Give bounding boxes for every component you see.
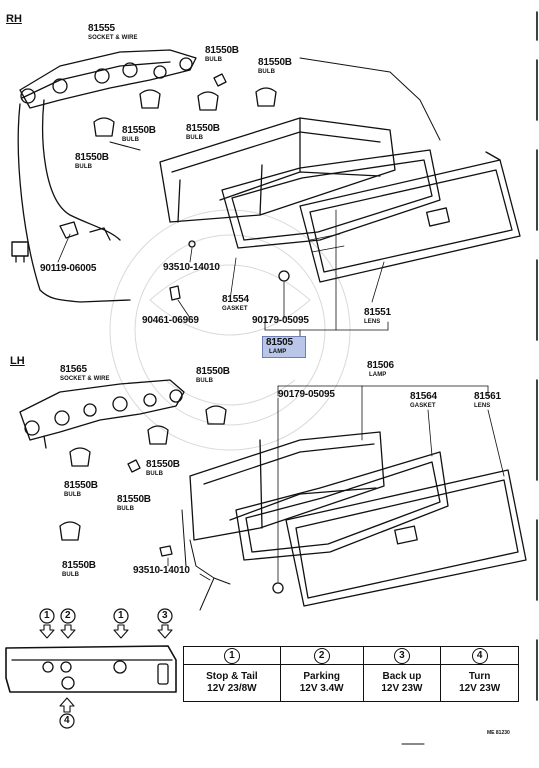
rh-desc-81550b-1: BULB — [205, 57, 223, 63]
lh-label-81564: 81564 — [410, 391, 437, 402]
rh-label-81555: 81555 — [88, 23, 115, 34]
rh-label-90119-06005: 90119-06005 — [40, 263, 97, 274]
rh-desc-81550b-2: BULB — [258, 69, 276, 75]
legend-spec-back-up: 12V 23W — [381, 683, 423, 694]
lh-desc-81550b-4: BULB — [117, 506, 135, 512]
legend-mark-3: 3 — [393, 647, 410, 664]
callout-number-4: 4 — [64, 715, 70, 726]
lh-label-81565: 81565 — [60, 364, 87, 375]
rh-leader-lines — [177, 209, 389, 339]
rh-gasket-81554 — [221, 149, 441, 249]
callout-number-1b: 1 — [118, 610, 124, 621]
rh-label-81550b-2: 81550B — [258, 57, 292, 68]
lh-gasket-81564 — [235, 451, 449, 561]
rh-socket-wire-81555 — [11, 49, 197, 303]
lh-bulbs — [59, 405, 227, 541]
rh-fasteners — [169, 240, 290, 301]
callout-circles — [39, 608, 173, 729]
rh-desc-81505: LAMP — [269, 349, 287, 355]
rh-desc-81550b-3: BULB — [122, 137, 140, 143]
lh-desc-81550b-1: BULB — [196, 378, 214, 384]
legend-spec-parking: 12V 3.4W — [299, 683, 344, 694]
legend-cell-mark-3: 3 — [362, 646, 442, 665]
legend-cell-mark-4: 4 — [440, 646, 519, 665]
bulb-legend-table: 1 2 3 4 Stop & Tail 12V 23/8W Parking 12… — [183, 646, 519, 702]
rh-label-81550b-3: 81550B — [122, 125, 156, 136]
rh-desc-81551: LENS — [364, 319, 381, 325]
lh-desc-81506: LAMP — [369, 372, 387, 378]
legend-cell-mark-1: 1 — [183, 646, 281, 665]
lh-label-81550b-1: 81550B — [196, 366, 230, 377]
rh-label-93510-14010: 93510-14010 — [163, 262, 220, 273]
lh-label-81550b-5: 81550B — [62, 560, 96, 571]
legend-name-turn: Turn — [468, 671, 491, 682]
section-label-lh: LH — [10, 355, 25, 367]
lh-desc-81565: SOCKET & WIRE — [60, 376, 110, 382]
lh-socket-wire-81565 — [19, 379, 185, 449]
legend-cell-mark-2: 2 — [279, 646, 364, 665]
lh-desc-81550b-3: BULB — [64, 492, 82, 498]
lh-lens-81561 — [285, 469, 527, 607]
legend-cell-back-up: Back up 12V 23W — [362, 664, 442, 702]
legend-mark-1: 1 — [223, 647, 240, 664]
lh-fasteners — [159, 545, 284, 594]
lh-label-81550b-3: 81550B — [64, 480, 98, 491]
lh-label-81550b-2: 81550B — [146, 459, 180, 470]
legend-name-stop-tail: Stop & Tail — [206, 671, 258, 682]
section-label-rh: RH — [6, 13, 22, 25]
rh-desc-81554: GASKET — [222, 306, 248, 312]
rh-label-81505: 81505 — [266, 337, 293, 348]
lh-body-outline — [181, 509, 231, 611]
legend-name-parking: Parking — [303, 671, 341, 682]
lh-leader-lines — [167, 385, 505, 583]
rh-label-90461-06969: 90461-06969 — [142, 315, 199, 326]
lh-desc-81550b-2: BULB — [146, 471, 164, 477]
legend-row-marks: 1 2 3 4 — [183, 646, 519, 665]
legend-cell-parking: Parking 12V 3.4W — [279, 664, 364, 702]
legend-mark-2: 2 — [313, 647, 330, 664]
lh-label-81550b-4: 81550B — [117, 494, 151, 505]
rh-desc-81550b-4: BULB — [186, 135, 204, 141]
lh-desc-81561: LENS — [474, 403, 491, 409]
rh-label-81550b-4: 81550B — [186, 123, 220, 134]
rh-label-81550b-1: 81550B — [205, 45, 239, 56]
lh-label-93510-14010: 93510-14010 — [133, 565, 190, 576]
legend-row-specs: Stop & Tail 12V 23/8W Parking 12V 3.4W B… — [183, 664, 519, 702]
rh-desc-81550b-5: BULB — [75, 164, 93, 170]
lh-label-81561: 81561 — [474, 391, 501, 402]
rh-bulbs — [93, 73, 277, 137]
legend-spec-turn: 12V 23W — [459, 683, 501, 694]
lh-desc-81550b-5: BULB — [62, 572, 80, 578]
footer-drawing-code: ME 81230 — [487, 730, 510, 736]
legend-mark-4: 4 — [471, 647, 488, 664]
rh-desc-81555: SOCKET & WIRE — [88, 35, 138, 41]
callout-number-2: 2 — [65, 610, 71, 621]
lh-label-81506: 81506 — [367, 360, 394, 371]
rh-lamp-housing — [159, 117, 396, 223]
callout-arrows — [39, 624, 173, 713]
rh-body-outline — [109, 57, 441, 151]
rh-label-81551: 81551 — [364, 307, 391, 318]
rh-label-90179-05095: 90179-05095 — [252, 315, 309, 326]
legend-cell-turn: Turn 12V 23W — [440, 664, 519, 702]
lh-label-90179-05095: 90179-05095 — [278, 389, 335, 400]
callout-number-3: 3 — [162, 610, 168, 621]
rh-lens-81551 — [299, 151, 521, 283]
lh-desc-81564: GASKET — [410, 403, 436, 409]
legend-spec-stop-tail: 12V 23/8W — [207, 683, 257, 694]
callout-number-1a: 1 — [44, 610, 50, 621]
rh-label-81554: 81554 — [222, 294, 249, 305]
legend-name-back-up: Back up — [382, 671, 422, 682]
rh-label-81550b-5: 81550B — [75, 152, 109, 163]
rh-lamp-81505-highlight[interactable]: 81505 LAMP — [262, 336, 306, 358]
legend-cell-stop-tail: Stop & Tail 12V 23/8W — [183, 664, 281, 702]
bulb-position-strip — [5, 645, 177, 693]
